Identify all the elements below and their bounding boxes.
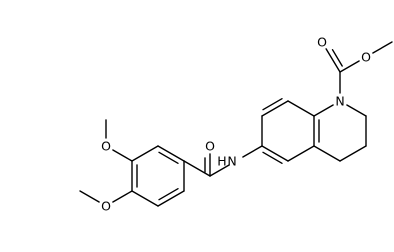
bond-c8a-c8: [287, 100, 315, 117]
bond-r2-r3: [131, 145, 159, 162]
bond-o-methyl-bottom: [79, 190, 100, 203]
bonds: [79, 41, 393, 207]
bond-r3-o-top: [112, 149, 133, 162]
bond-r1-r2-inner: [158, 151, 179, 165]
atom-labels: O O N O N H O O: [101, 35, 371, 214]
bond-r5-r6-inner: [158, 187, 179, 201]
atom-label-o-methoxy-top: O: [101, 139, 111, 154]
atom-label-n-amide: N: [227, 154, 236, 169]
bond-c4-c4a: [313, 145, 341, 162]
bond-c3-c4: [339, 145, 367, 162]
bond-r4-r5: [131, 190, 159, 207]
bond-carbonyl-double-a: [325, 48, 341, 73]
bond-c8-c7-inner: [262, 97, 283, 111]
atom-label-o-amide: O: [205, 139, 215, 154]
bond-c8a-n: [313, 104, 334, 117]
bond-c6-c5: [261, 145, 289, 162]
bond-nh-carbonyl: [209, 164, 230, 177]
atom-label-o-ester: O: [361, 50, 371, 65]
atom-label-o-methoxy-bottom: O: [101, 199, 111, 214]
bond-c6-c5-inner: [262, 151, 283, 165]
bond-r4-o-bottom: [112, 190, 133, 203]
bond-r1-r2: [157, 145, 185, 162]
bond-c8-c7: [261, 100, 289, 117]
atom-label-n-ring: N: [335, 94, 344, 109]
bond-carbonyl-ring-attach: [183, 160, 211, 177]
bond-r5-r6: [157, 190, 185, 207]
atom-label-h-amide: H: [217, 154, 226, 169]
bond-c5-c4a: [287, 145, 315, 162]
atom-label-o-carbonyl-ester: O: [317, 35, 327, 50]
bond-o-carbonyl-carbon: [339, 60, 360, 73]
bond-n-c2: [346, 104, 367, 117]
bond-methyl-o: [372, 41, 393, 54]
bond-c6-nh: [242, 145, 263, 158]
bond-carbonyl-double-b: [331, 49, 343, 67]
